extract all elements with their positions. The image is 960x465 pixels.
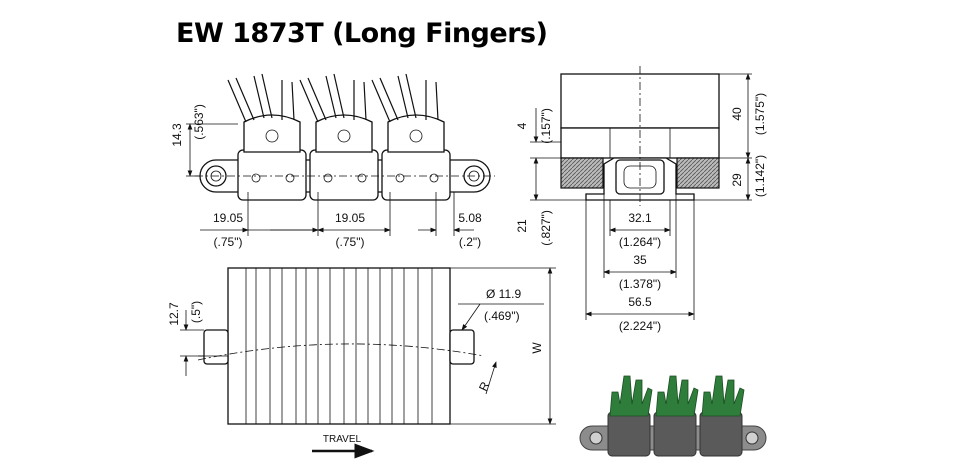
base-height-in: (1.142") xyxy=(753,155,767,197)
product-photo xyxy=(579,375,767,457)
width-32-mm: 32.1 xyxy=(628,211,652,225)
end-view: 40 (1.575") 29 (1.142") 4 (.157") 21 (.8… xyxy=(515,66,767,333)
pin-end-left xyxy=(203,329,229,365)
left-side-wear-strip xyxy=(560,157,604,189)
base-height-mm: 29 xyxy=(730,173,744,187)
top-left-mm: 12.7 xyxy=(167,302,181,326)
travel-label: TRAVEL xyxy=(323,434,362,445)
offset-in: (.2") xyxy=(459,235,481,249)
pin-end-right xyxy=(449,329,475,365)
side-height-mm: 14.3 xyxy=(170,123,184,147)
width-32-in: (1.264") xyxy=(619,235,661,249)
pitch-mid-mm: 19.05 xyxy=(335,211,365,225)
width-35-in: (1.378") xyxy=(619,277,661,291)
right-side-wear-strip xyxy=(676,157,720,189)
diameter-mm: Ø 11.9 xyxy=(486,287,521,301)
bottom-offset-in: (.827") xyxy=(539,210,553,246)
pitch-mid-in: (.75") xyxy=(336,235,365,249)
page-title: EW 1873T (Long Fingers) xyxy=(176,18,548,49)
chain-top-body xyxy=(227,267,451,425)
width-56-in: (2.224") xyxy=(619,319,661,333)
width-56-mm: 56.5 xyxy=(628,295,652,309)
top-view: 12.7 (.5") Ø 11.9 (.469") W R TRAVEL xyxy=(167,267,556,459)
module-3 xyxy=(371,73,451,201)
diameter-in: (.469") xyxy=(484,309,520,323)
bottom-offset-mm: 21 xyxy=(515,219,529,233)
offset-mm: 5.08 xyxy=(458,211,482,225)
top-offset-in: (.157") xyxy=(539,108,553,144)
body-height-mm: 40 xyxy=(730,107,744,121)
module-2 xyxy=(299,73,379,201)
top-offset-mm: 4 xyxy=(515,122,529,129)
body-height-in: (1.575") xyxy=(753,93,767,135)
pitch-left-in: (.75") xyxy=(214,235,243,249)
pitch-left-mm: 19.05 xyxy=(213,211,243,225)
width-35-mm: 35 xyxy=(633,253,647,267)
side-height-in: (.563") xyxy=(192,104,206,140)
width-w-label: W xyxy=(530,342,544,354)
top-left-in: (.5") xyxy=(189,301,203,323)
module-1 xyxy=(227,73,307,201)
side-view: 14.3 (.563") 19.05 (.75") 19.05 (.75") 5… xyxy=(170,73,495,249)
